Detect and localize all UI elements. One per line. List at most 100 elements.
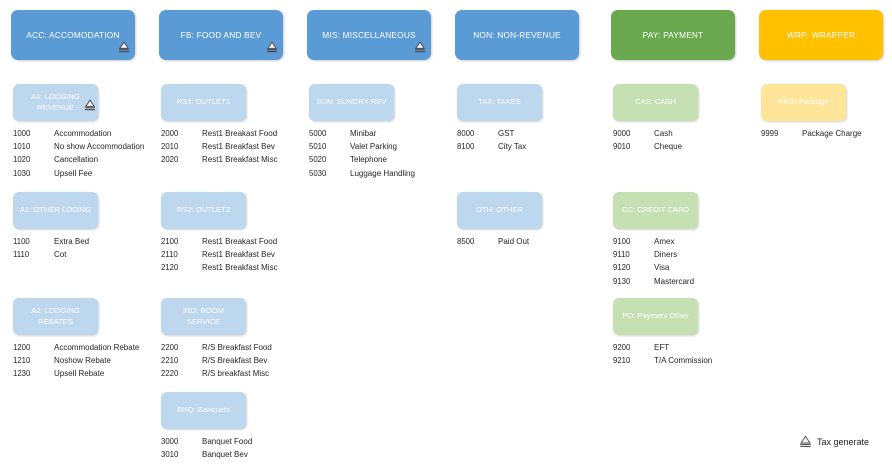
code-description: Extra Bed	[54, 237, 90, 246]
code-number: 1100	[13, 237, 30, 246]
group-box-pay-1[interactable]: CC: CREDIT CARD	[613, 192, 698, 229]
group-box-acc-0[interactable]: A1: LODGING REVENUE	[13, 84, 98, 121]
category-box-mis[interactable]: MIS: MISCELLANEOUS	[307, 10, 431, 60]
code-description: Cash	[654, 129, 673, 138]
group-box-non-1[interactable]: OTH: OTHER	[457, 192, 542, 229]
group-box-non-0[interactable]: TAX: TAXES	[457, 84, 542, 121]
column-acc: ACC: ACCOMODATION A1: LODGING REVENUE 1000…	[0, 0, 148, 471]
group-box-fb-1[interactable]: RS2: OUTLET2	[161, 192, 246, 229]
category-box-fb[interactable]: FB: FOOD AND BEV	[159, 10, 283, 60]
category-label: WRP: WRAPPER	[786, 29, 856, 40]
category-label: PAY: PAYMENT	[642, 29, 704, 40]
code-number: 2000	[161, 129, 179, 138]
code-description: Banquet Food	[202, 437, 253, 446]
group-box-acc-1[interactable]: A1: OTHER LODING	[13, 192, 98, 229]
category-box-pay[interactable]: PAY: PAYMENT	[611, 10, 735, 60]
code-number: 9000	[613, 129, 631, 138]
category-box-acc[interactable]: ACC: ACCOMODATION	[11, 10, 135, 60]
group-box-pay-2[interactable]: PO: Payment Other	[613, 298, 698, 335]
code-row[interactable]: 1020 Cancellation	[13, 153, 153, 166]
code-number: 5020	[309, 155, 327, 165]
code-description: Paid Out	[498, 237, 530, 246]
code-description: Rest1 Breakfast Misc	[202, 263, 278, 273]
legend-label: Tax generate	[817, 436, 870, 447]
code-number: 3000	[161, 437, 179, 446]
legend: Tax generate	[798, 434, 869, 449]
code-description: Minibar	[350, 129, 377, 138]
group-box-pay-0[interactable]: CAS: CASH	[613, 84, 698, 121]
code-number: 1020	[13, 155, 31, 165]
code-description: Package Charge	[802, 129, 862, 138]
group-box-wrp-0[interactable]: PKG: Package	[761, 84, 846, 121]
tax-generate-icon	[83, 98, 97, 112]
category-box-non[interactable]: NON: NON-REVENUE	[455, 10, 579, 60]
code-row[interactable]: 3000 Banquet Food	[161, 435, 301, 448]
code-row[interactable]: 2120 Rest1 Breakfast Misc	[161, 261, 301, 274]
code-description: T/A Commission	[654, 356, 713, 366]
group-box-acc-2[interactable]: A2: LODGING REBATES	[13, 298, 98, 335]
code-number: 1030	[13, 168, 31, 178]
code-row[interactable]: 1100 Extra Bed	[13, 235, 153, 248]
category-label: NON: NON-REVENUE	[473, 29, 561, 40]
code-number: 9130	[613, 276, 631, 286]
tax-generate-icon	[413, 40, 427, 54]
code-number: 5030	[309, 168, 327, 178]
group-box-mis-0[interactable]: SUN: SUNDRY REV	[309, 84, 394, 121]
code-description: Diners	[654, 250, 678, 260]
code-row[interactable]: 9000 Cash	[613, 127, 753, 140]
category-label: FB: FOOD AND BEV	[180, 29, 262, 40]
group-label: PKG: Package	[778, 97, 829, 107]
group-box-fb-0[interactable]: RS1: OUTLET1	[161, 84, 246, 121]
code-description: No show Accommodation	[54, 142, 145, 152]
code-description: Upsell Rebate	[54, 369, 105, 379]
category-box-wrp[interactable]: WRP: WRAPPER	[759, 10, 883, 60]
code-number: 2120	[161, 263, 179, 273]
group-box-fb-2[interactable]: IRD: ROOM SERVICE	[161, 298, 246, 335]
code-description: Banquet Bev	[202, 450, 248, 460]
group-label: CC: CREDIT CARD	[622, 205, 689, 215]
code-description: Cancellation	[54, 155, 99, 165]
code-number: 1200	[13, 343, 31, 352]
group-box-fb-3[interactable]: BNQ: Banquets	[161, 392, 246, 429]
code-number: 1000	[13, 129, 31, 138]
code-number: 2210	[161, 356, 179, 366]
code-number: 1210	[13, 356, 31, 366]
